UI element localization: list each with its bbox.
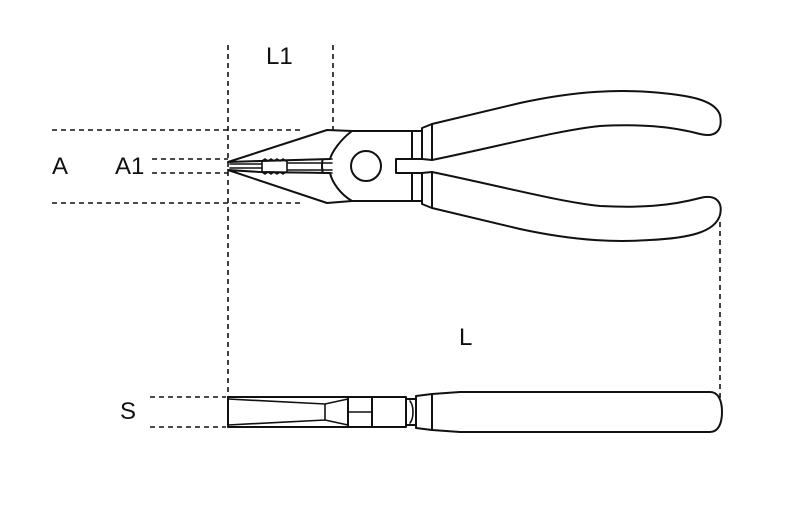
- pliers-top-view: [227, 90, 722, 242]
- dimension-label-l1: L1: [266, 43, 293, 70]
- serrated-grip: [261, 158, 288, 175]
- lower-handle: [431, 171, 722, 242]
- dimension-label-a: A: [52, 153, 69, 180]
- side-handle: [431, 391, 723, 433]
- dimension-label-l: L: [459, 324, 473, 351]
- upper-handle: [431, 90, 722, 161]
- pivot-circle: [350, 150, 382, 182]
- pliers-side-view: [227, 391, 723, 433]
- side-head-block-2: [371, 396, 407, 428]
- lower-collar: [411, 172, 423, 202]
- upper-collar: [411, 130, 423, 160]
- dimension-lines: [52, 45, 721, 428]
- dimension-label-a1: A1: [115, 153, 145, 180]
- dimension-label-s: S: [120, 398, 137, 425]
